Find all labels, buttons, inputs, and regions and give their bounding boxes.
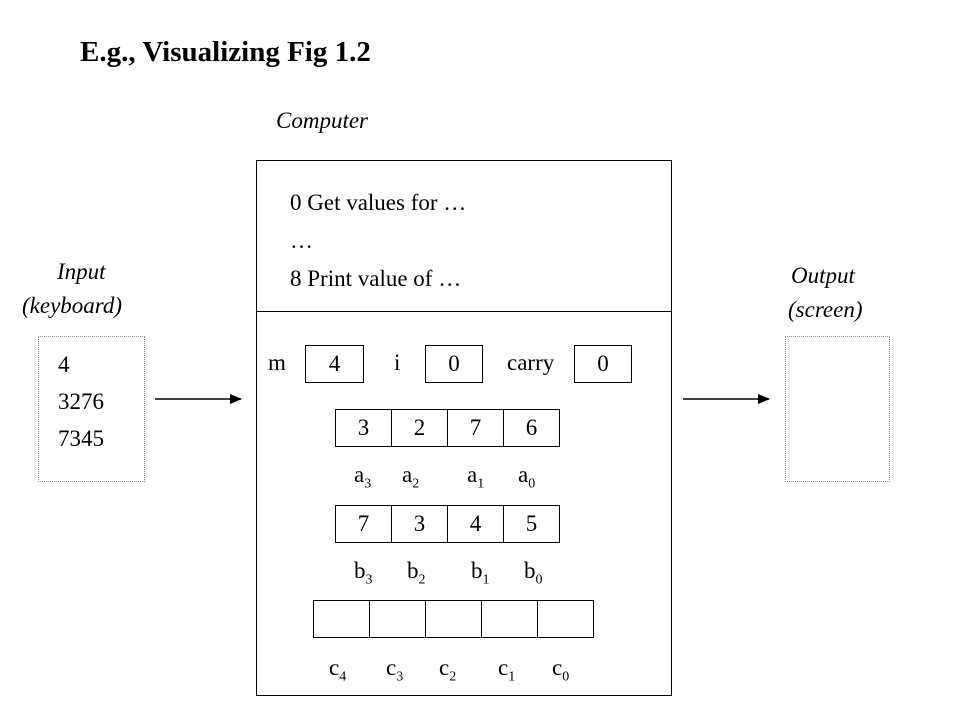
array_b-name-subscript: 2 xyxy=(418,572,426,588)
array_a-name-base: a xyxy=(354,462,365,487)
computer-label: Computer xyxy=(276,108,368,133)
array_c-element-name: c0 xyxy=(552,655,569,686)
program-line-0: 0 Get values for … xyxy=(290,190,467,215)
array_a-name-subscript: 3 xyxy=(364,476,372,492)
array_b-name-base: b xyxy=(524,558,536,583)
array_c-name-subscript: 4 xyxy=(339,669,347,685)
input-value-1: 4 xyxy=(58,352,70,377)
input-value-3: 7345 xyxy=(58,426,104,451)
array_a-cell: 3 xyxy=(335,409,392,447)
array_c-cell xyxy=(481,600,538,638)
array_a-name-base: a xyxy=(402,462,413,487)
program-memory-divider xyxy=(256,311,672,312)
var-i-name: i xyxy=(394,350,401,375)
array_b-name-subscript: 1 xyxy=(482,572,490,588)
array_b-name-base: b xyxy=(407,558,419,583)
array_b-name-base: b xyxy=(354,558,366,583)
array_a-element-name: a0 xyxy=(518,462,535,493)
array_c-name-subscript: 3 xyxy=(396,669,404,685)
array_b-cell: 5 xyxy=(503,505,560,543)
input-keyboard-box xyxy=(38,336,145,482)
array_a-name-subscript: 0 xyxy=(528,476,536,492)
array_a-element-name: a2 xyxy=(402,462,419,493)
array_a-name-base: a xyxy=(518,462,529,487)
array_a-name-base: a xyxy=(467,462,478,487)
slide-title: E.g., Visualizing Fig 1.2 xyxy=(80,36,371,68)
computer-box xyxy=(256,160,672,696)
input-label: Input xyxy=(57,259,106,284)
array_a-name-subscript: 1 xyxy=(477,476,485,492)
input-value-2: 3276 xyxy=(58,389,104,414)
array_c-element-name: c1 xyxy=(498,655,515,686)
array_b-element-name: b0 xyxy=(524,558,543,589)
array_c-name-subscript: 2 xyxy=(449,669,457,685)
var-carry-name: carry xyxy=(507,350,555,375)
array_a-element-name: a3 xyxy=(354,462,371,493)
input-sublabel: (keyboard) xyxy=(22,293,123,318)
array_b-element-name: b3 xyxy=(354,558,373,589)
array_b-cell: 4 xyxy=(447,505,504,543)
array_a-cell: 2 xyxy=(391,409,448,447)
array_c-cell xyxy=(313,600,370,638)
array_c-cell xyxy=(425,600,482,638)
array_b-element-name: b2 xyxy=(407,558,426,589)
array_c-name-base: c xyxy=(329,655,340,680)
array_b-element-name: b1 xyxy=(471,558,490,589)
program-line-ellipsis: … xyxy=(290,228,313,253)
output-sublabel: (screen) xyxy=(788,297,863,322)
var-m-name: m xyxy=(268,350,286,375)
array_c-cell xyxy=(369,600,426,638)
var-i-cell: 0 xyxy=(425,345,483,383)
output-screen-box xyxy=(785,336,890,482)
array_c-cell xyxy=(537,600,594,638)
array_b-name-base: b xyxy=(471,558,483,583)
input-values: 4 3276 7345 xyxy=(58,346,104,457)
array_b-cell: 3 xyxy=(391,505,448,543)
array_a-name-subscript: 2 xyxy=(412,476,420,492)
var-m-cell: 4 xyxy=(305,345,364,383)
array_a-cell: 7 xyxy=(447,409,504,447)
var-carry-cell: 0 xyxy=(574,345,632,383)
output-label: Output xyxy=(791,263,855,288)
array_a-cell: 6 xyxy=(503,409,560,447)
array_a-element-name: a1 xyxy=(467,462,484,493)
array_c-name-base: c xyxy=(386,655,397,680)
array_b-name-subscript: 0 xyxy=(535,572,543,588)
array_c-name-base: c xyxy=(498,655,509,680)
array_c-name-subscript: 1 xyxy=(508,669,516,685)
array_c-name-base: c xyxy=(439,655,450,680)
array_c-element-name: c4 xyxy=(329,655,346,686)
array_c-name-base: c xyxy=(552,655,563,680)
array_b-cell: 7 xyxy=(335,505,392,543)
array_b-name-subscript: 3 xyxy=(365,572,373,588)
array_c-element-name: c3 xyxy=(386,655,403,686)
array_c-name-subscript: 0 xyxy=(562,669,570,685)
array_c-element-name: c2 xyxy=(439,655,456,686)
program-line-8: 8 Print value of … xyxy=(290,266,462,291)
